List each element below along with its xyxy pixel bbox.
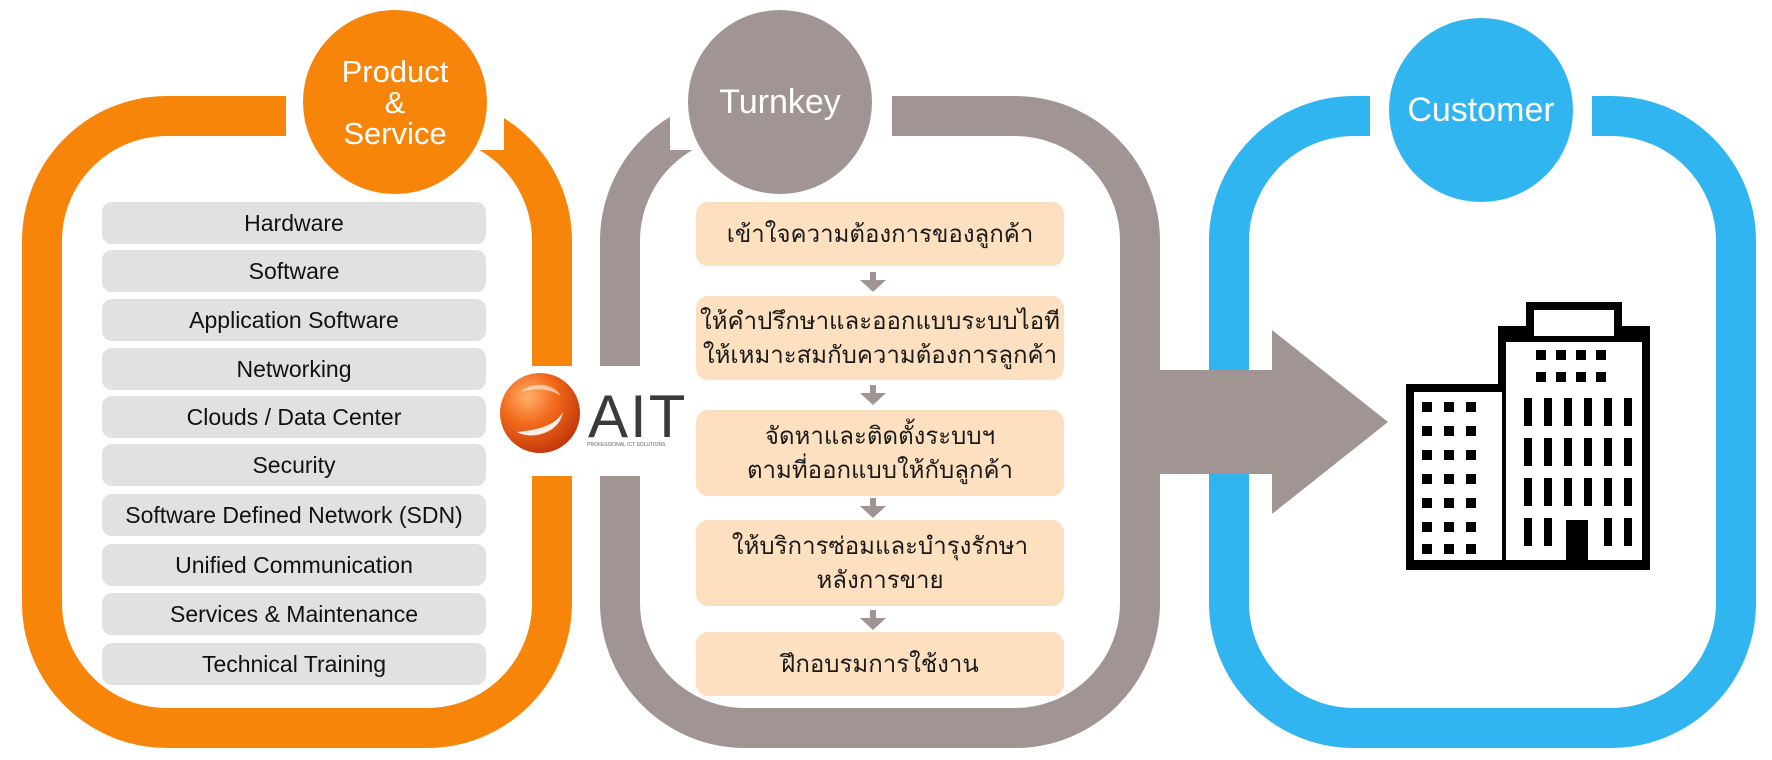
turnkey-step-5-line1: ฝึกอบรมการใช้งาน bbox=[781, 650, 979, 678]
product-item-hardware: Hardware bbox=[102, 202, 486, 244]
product-item-security: Security bbox=[102, 444, 486, 486]
logo-text: AIT bbox=[588, 383, 688, 450]
ait-orb-logo-icon bbox=[500, 373, 580, 453]
turnkey-step-4-line1: ให้บริการซ่อมและบำรุงรักษา bbox=[731, 532, 1029, 560]
turnkey-step-2-line2: ให้เหมาะสมกับความต้องการลูกค้า bbox=[702, 341, 1058, 369]
step-arrow-icon bbox=[860, 385, 886, 405]
product-item-software: Software bbox=[102, 250, 486, 292]
step-arrow-icon bbox=[860, 498, 886, 518]
turnkey-step-3: จัดหาและติดตั้งระบบฯ ตามที่ออกแบบให้กับล… bbox=[696, 410, 1064, 496]
turnkey-step-5: ฝึกอบรมการใช้งาน bbox=[696, 632, 1064, 696]
product-title-line1: Product bbox=[341, 53, 449, 89]
flow-arrow bbox=[1150, 330, 1388, 514]
turnkey-step-4: ให้บริการซ่อมและบำรุงรักษา หลังการขาย bbox=[696, 520, 1064, 606]
turnkey-step-2-line1: ให้คำปรึกษาและออกแบบระบบไอที bbox=[700, 307, 1060, 335]
product-title-line2: & bbox=[384, 84, 406, 120]
product-item-unified-communication: Unified Communication bbox=[102, 544, 486, 586]
product-title-line3: Service bbox=[343, 115, 447, 151]
step-arrow-icon bbox=[860, 272, 886, 292]
logo-tagline: PROFESSIONAL ICT SOLUTIONS bbox=[587, 442, 666, 448]
turnkey-circle: Turnkey bbox=[688, 10, 872, 194]
product-item-clouds-data-center: Clouds / Data Center bbox=[102, 396, 486, 438]
turnkey-step-1: เข้าใจความต้องการของลูกค้า bbox=[696, 202, 1064, 266]
turnkey-step-4-line2: หลังการขาย bbox=[816, 566, 944, 594]
turnkey-step-3-line1: จัดหาและติดตั้งระบบฯ bbox=[764, 422, 996, 450]
product-service-circle: Product & Service bbox=[303, 10, 487, 194]
product-item-networking: Networking bbox=[102, 348, 486, 390]
office-building-icon bbox=[1406, 302, 1650, 570]
turnkey-title: Turnkey bbox=[719, 82, 841, 121]
product-item-application-software: Application Software bbox=[102, 299, 486, 341]
product-item-technical-training: Technical Training bbox=[102, 643, 486, 685]
customer-circle: Customer bbox=[1389, 18, 1573, 202]
customer-title: Customer bbox=[1407, 90, 1555, 129]
step-arrow-icon bbox=[860, 610, 886, 630]
turnkey-step-1-line1: เข้าใจความต้องการของลูกค้า bbox=[726, 220, 1034, 248]
product-item-services-maintenance: Services & Maintenance bbox=[102, 593, 486, 635]
turnkey-step-2: ให้คำปรึกษาและออกแบบระบบไอที ให้เหมาะสมก… bbox=[696, 296, 1064, 380]
turnkey-step-3-line2: ตามที่ออกแบบให้กับลูกค้า bbox=[746, 456, 1014, 484]
product-item-sdn: Software Defined Network (SDN) bbox=[102, 494, 486, 536]
